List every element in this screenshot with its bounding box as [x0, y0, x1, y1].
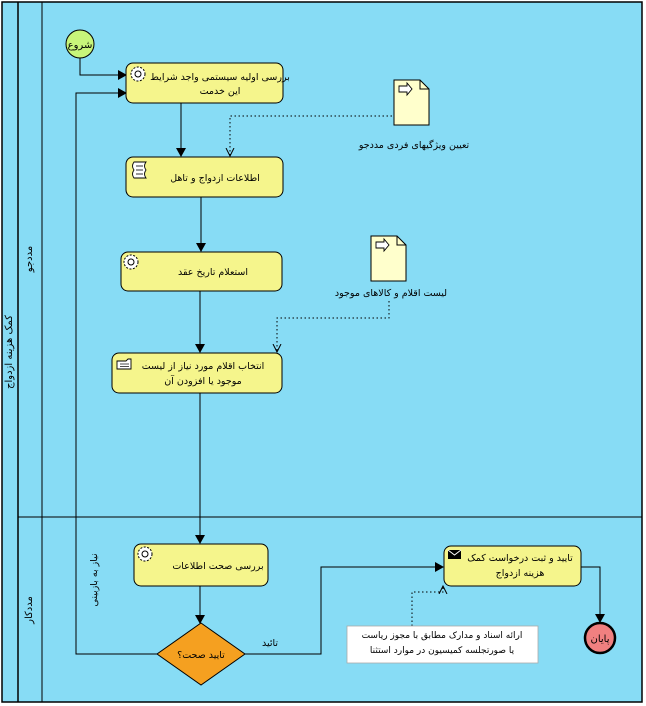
service-task-icon	[137, 546, 153, 562]
flow-label-needs-review: نیاز به بازبینی	[89, 553, 100, 606]
task-t4-line2: موجود یا افزودن آن	[164, 374, 241, 387]
gateway-label: تایید صحت؟	[177, 650, 225, 661]
annotation-line1: ارائه اسناد و مدارک مطابق با مجوز ریاست	[362, 630, 523, 641]
service-task-icon	[130, 66, 146, 82]
assoc-d1-to-t2	[230, 115, 412, 156]
task-select-items[interactable]: انتخاب اقلام مورد نیاز از لیست موجود یا …	[111, 352, 283, 394]
task-t1-line1: بررسی اولیه سیستمی واجد شرایط	[150, 72, 290, 83]
task-approve-register-request[interactable]: تایید و ثبت درخواست کمک هزینه ازدواج	[443, 545, 582, 587]
task-t6-line2: هزینه ازدواج	[496, 568, 545, 579]
task-verify-information[interactable]: بررسی صحت اطلاعات	[133, 543, 269, 587]
data-object-personal-features[interactable]	[393, 79, 430, 126]
task-marriage-date-inquiry[interactable]: استعلام تاریخ عقد	[120, 251, 283, 292]
gateway-verify-correct[interactable]: تایید صحت؟	[156, 622, 246, 686]
task-t4-line1: انتخاب اقلام مورد نیاز از لیست	[142, 361, 265, 372]
service-task-icon	[123, 254, 139, 270]
envelope-icon	[447, 549, 462, 559]
task-t6-line1: تایید و ثبت درخواست کمک	[467, 553, 573, 564]
input-arrow-icon	[375, 237, 390, 253]
task-initial-eligibility-check[interactable]: بررسی اولیه سیستمی واجد شرایط این خدمت	[125, 62, 290, 104]
flow-gateway-to-t6	[245, 562, 444, 655]
text-annotation[interactable]: ارائه اسناد و مدارک مطابق با مجوز ریاست …	[346, 625, 539, 664]
task-t3-line1: استعلام تاریخ عقد	[178, 267, 248, 278]
task-t1-line2: این خدمت	[200, 86, 241, 97]
end-event-label: پایان	[590, 634, 609, 645]
flow-t6-to-end	[581, 566, 605, 623]
task-marriage-info[interactable]: اطلاعات ازدواج و تاهل	[125, 156, 284, 198]
assoc-d2-to-t4	[277, 301, 390, 352]
task-t2-line1: اطلاعات ازدواج و تاهل	[170, 173, 260, 184]
manual-task-icon	[116, 358, 132, 370]
script-task-icon	[132, 161, 147, 179]
flow-gateway-to-t1	[75, 88, 158, 655]
task-t5-line1: بررسی صحت اطلاعات	[172, 561, 263, 572]
lane-label-worker: مددکار	[24, 596, 35, 625]
data-object-personal-features-label: تعیین ویژگیهای فردی مددجو	[358, 139, 470, 151]
flow-start-to-t1	[79, 58, 127, 80]
data-object-items-list-label: لیست اقلام و کالاهای موجود	[335, 288, 447, 299]
start-event[interactable]: شروع	[65, 29, 95, 59]
data-object-items-list[interactable]	[370, 235, 407, 282]
assoc-annotation-to-t6	[411, 586, 443, 626]
start-event-label: شروع	[68, 40, 93, 51]
flow-label-approve: تائید	[262, 638, 278, 649]
lane-label-student: مددجو	[24, 246, 35, 273]
input-arrow-icon	[398, 81, 413, 97]
annotation-line2: یا صورتجلسه کمیسیون در موارد استثنا	[370, 646, 515, 656]
end-event[interactable]: پایان	[583, 621, 617, 655]
pool-label: کمک هزینه ازدواج	[4, 315, 15, 389]
